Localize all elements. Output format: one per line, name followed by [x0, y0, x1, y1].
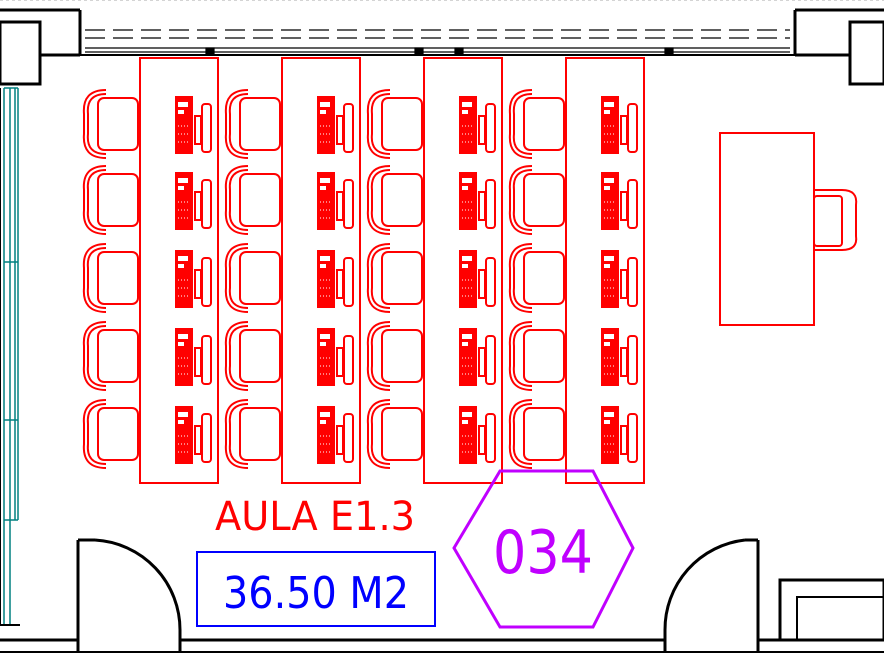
student-chairs — [82, 89, 565, 469]
computer-workstation — [175, 328, 212, 386]
student-desk — [139, 57, 219, 484]
student-chair — [366, 165, 423, 235]
door-right — [663, 538, 758, 631]
student-chair — [82, 399, 139, 469]
student-chair — [224, 243, 281, 313]
computer-workstation — [459, 328, 496, 386]
computer-workstation — [459, 172, 496, 230]
teacher-desk — [719, 132, 815, 326]
computer-workstation — [601, 406, 638, 464]
room-name: AULA E1.3 — [215, 494, 415, 540]
computers — [175, 96, 638, 464]
left-window-frame — [0, 88, 20, 626]
student-desks — [139, 57, 645, 484]
walls — [0, 8, 884, 653]
room-area-box: 36.50 M2 — [196, 551, 436, 627]
student-desk — [565, 57, 645, 484]
computer-workstation — [459, 406, 496, 464]
student-chair — [82, 89, 139, 159]
room-number-tag: 034 — [452, 469, 635, 629]
teacher-chair — [813, 189, 858, 251]
top-window — [0, 0, 884, 55]
computer-workstation — [175, 406, 212, 464]
student-chair — [508, 165, 565, 235]
student-chair — [508, 321, 565, 391]
computer-workstation — [459, 96, 496, 154]
student-desk — [423, 57, 503, 484]
student-chair — [82, 321, 139, 391]
student-desk — [281, 57, 361, 484]
computer-workstation — [317, 96, 354, 154]
computer-workstation — [317, 172, 354, 230]
computer-workstation — [601, 328, 638, 386]
computer-workstation — [601, 250, 638, 308]
student-chair — [224, 321, 281, 391]
student-chair — [508, 399, 565, 469]
computer-workstation — [459, 250, 496, 308]
computer-workstation — [601, 172, 638, 230]
student-chair — [224, 89, 281, 159]
room-number: 034 — [493, 518, 593, 588]
computer-workstation — [317, 328, 354, 386]
computer-workstation — [175, 96, 212, 154]
student-chair — [366, 89, 423, 159]
student-chair — [508, 243, 565, 313]
computer-workstation — [317, 406, 354, 464]
computer-workstation — [317, 250, 354, 308]
student-chair — [82, 243, 139, 313]
student-chair — [224, 399, 281, 469]
student-chair — [366, 399, 423, 469]
student-chair — [224, 165, 281, 235]
left-window — [3, 87, 19, 625]
computer-workstation — [175, 250, 212, 308]
student-chair — [366, 243, 423, 313]
computer-workstation — [175, 172, 212, 230]
computer-workstation — [601, 96, 638, 154]
student-chair — [508, 89, 565, 159]
room-area: 36.50 M2 — [223, 568, 409, 619]
student-chair — [366, 321, 423, 391]
door-left — [78, 538, 182, 631]
student-chair — [82, 165, 139, 235]
